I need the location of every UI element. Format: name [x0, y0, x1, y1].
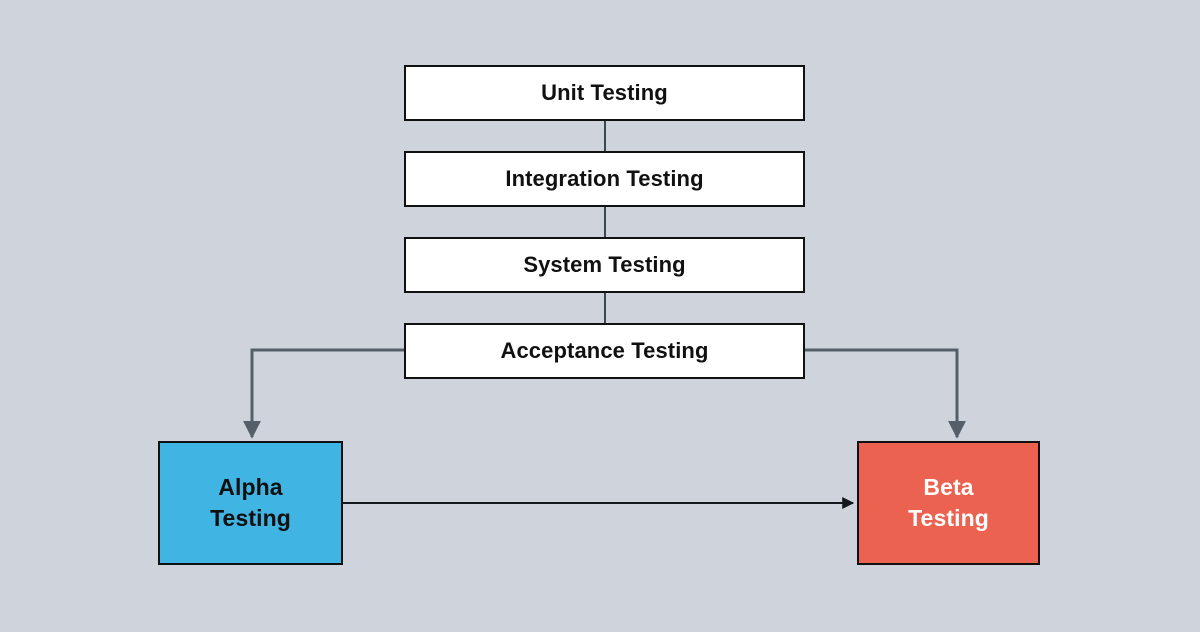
node-integration-testing-label: Integration Testing: [505, 166, 704, 192]
node-system-testing-label: System Testing: [523, 252, 686, 278]
node-alpha-testing[interactable]: Alpha Testing: [158, 441, 343, 565]
node-unit-testing-label: Unit Testing: [541, 80, 668, 106]
node-alpha-testing-line2: Testing: [210, 505, 291, 531]
edge-acceptance-to-beta: [805, 348, 966, 439]
node-alpha-testing-label: Alpha Testing: [202, 472, 299, 534]
node-acceptance-testing-label: Acceptance Testing: [500, 338, 709, 364]
edge-acceptance-to-alpha: [243, 348, 404, 439]
node-beta-testing-line1: Beta: [923, 473, 974, 500]
node-unit-testing[interactable]: Unit Testing: [404, 65, 805, 121]
node-acceptance-testing[interactable]: Acceptance Testing: [404, 323, 805, 379]
node-system-testing[interactable]: System Testing: [404, 237, 805, 293]
node-alpha-testing-line1: Alpha: [218, 473, 283, 500]
node-integration-testing[interactable]: Integration Testing: [404, 151, 805, 207]
node-beta-testing-label: Beta Testing: [900, 472, 997, 534]
node-beta-testing-line2: Testing: [908, 505, 989, 531]
node-beta-testing[interactable]: Beta Testing: [857, 441, 1040, 565]
